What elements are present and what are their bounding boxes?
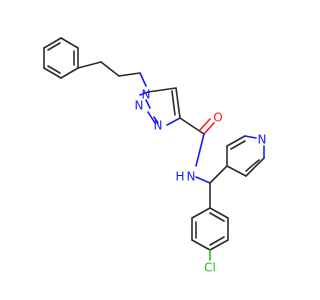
phenyl-ring bbox=[43, 37, 79, 79]
propyl-chain bbox=[77, 61, 141, 77]
triazole-n1-label: N bbox=[142, 88, 151, 102]
molecule-structure-diagram: N N N O N H N Cl bbox=[43, 37, 267, 275]
amide-oxygen-label: O bbox=[213, 111, 222, 125]
carboxamide-group bbox=[179, 117, 215, 167]
triazole-n3-label: N bbox=[154, 119, 163, 133]
chlorophenyl-ring bbox=[191, 207, 229, 261]
chlorine-label: Cl bbox=[204, 261, 216, 275]
pyridine-ring bbox=[226, 135, 265, 177]
pyridine-nitrogen-label: N bbox=[258, 133, 267, 147]
amide-nitrogen-label: N bbox=[187, 170, 196, 184]
methine-linker bbox=[195, 165, 228, 209]
triazole-n2-label: N bbox=[135, 99, 144, 113]
amide-hydrogen-label: H bbox=[175, 170, 184, 184]
triazole-ring bbox=[139, 72, 181, 126]
